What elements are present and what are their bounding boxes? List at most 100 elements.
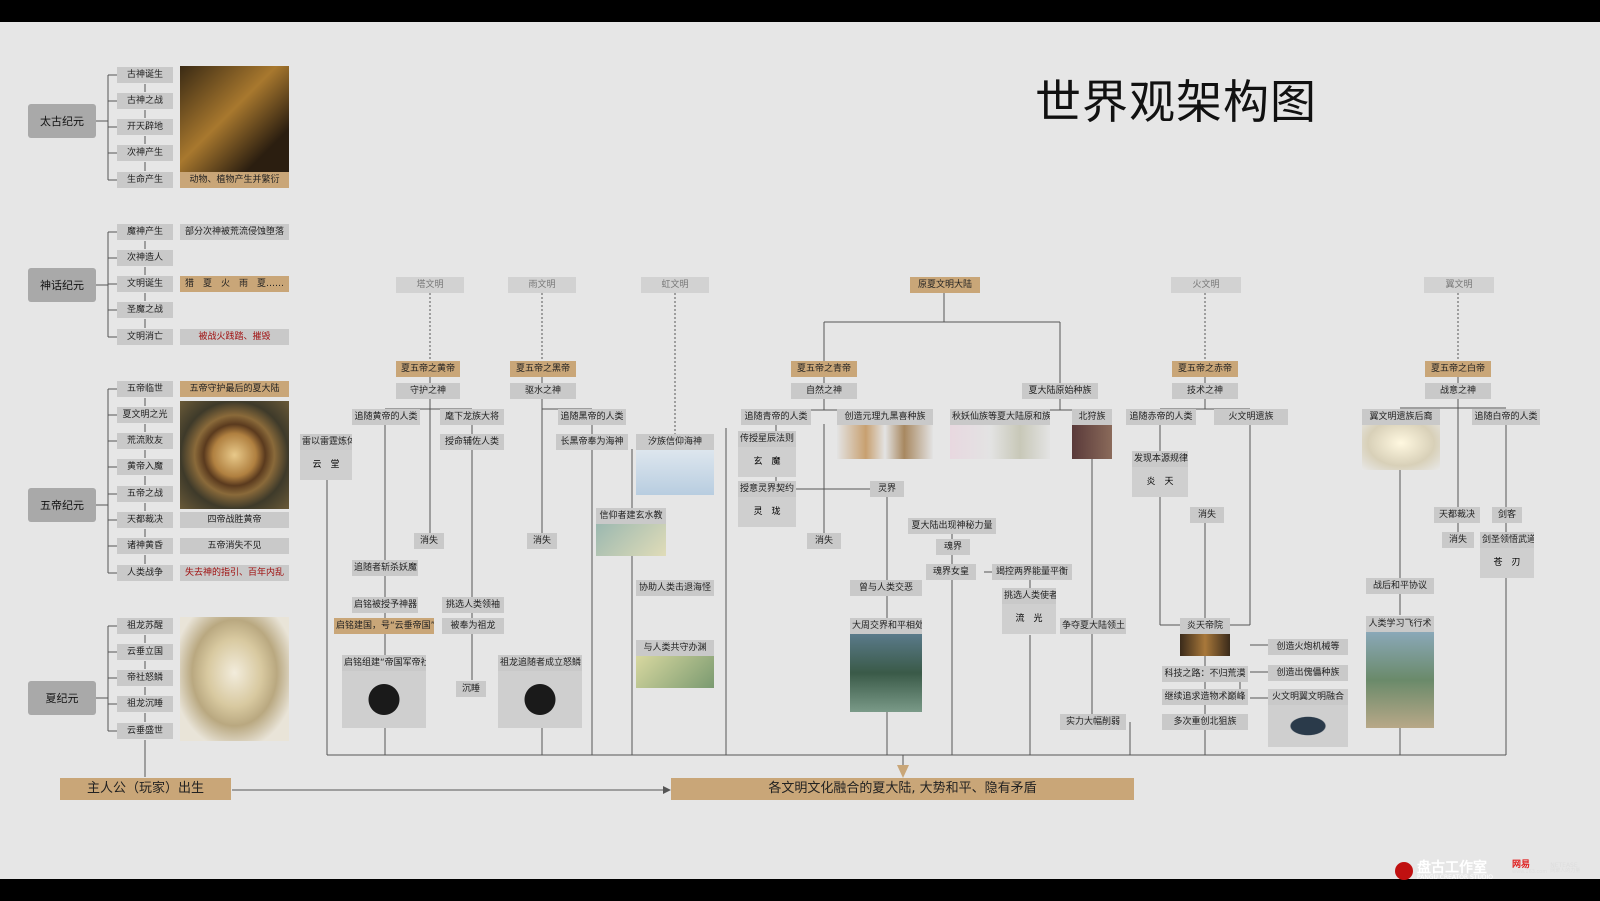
studio-name: 盘古工作室 bbox=[1417, 860, 1487, 876]
node: 炎天帝院 bbox=[1180, 618, 1230, 634]
node: 汐族信仰海神 bbox=[636, 434, 714, 450]
node: 夏大陆出现神秘力量 bbox=[908, 518, 996, 534]
god-war: 战意之神 bbox=[1425, 383, 1491, 399]
era-item: 文明诞生 bbox=[117, 276, 173, 292]
shenhua-note: 部分次神被荒流侵蚀堕落 bbox=[180, 224, 289, 240]
node: 天都裁决 bbox=[1434, 507, 1480, 523]
sea-tribe-art bbox=[636, 450, 714, 495]
god-water: 驱水之神 bbox=[510, 383, 576, 399]
emblem-nulin bbox=[498, 671, 582, 728]
temple-art bbox=[596, 524, 666, 556]
war-land-art bbox=[850, 634, 922, 712]
node: 追随赤帝的人类 bbox=[1126, 409, 1196, 425]
era-item: 黄帝入魔 bbox=[117, 459, 173, 475]
taigu-artwork bbox=[180, 66, 289, 172]
emblem-sword: 苍 刃 bbox=[1480, 548, 1534, 578]
node: 争夺夏大陆领土 bbox=[1060, 618, 1126, 634]
node: 剑客 bbox=[1492, 507, 1522, 523]
node: 追随白帝的人类 bbox=[1472, 409, 1540, 425]
page-title: 世界观架构图 bbox=[1035, 75, 1317, 129]
studio-logo-icon bbox=[1395, 862, 1413, 880]
era-item: 帝社怒鳞 bbox=[117, 670, 173, 686]
era-item: 诸神黄昏 bbox=[117, 538, 173, 554]
node: 继续追求造物术巅峰 bbox=[1162, 689, 1248, 705]
node: 魂界女皇 bbox=[926, 564, 976, 580]
era-item: 圣魔之战 bbox=[117, 302, 173, 318]
emperor-red: 夏五帝之赤帝 bbox=[1172, 361, 1238, 377]
god-tech: 技术之神 bbox=[1172, 383, 1238, 399]
node: 消失 bbox=[527, 533, 557, 549]
emblem-dishe bbox=[342, 671, 426, 728]
node: 创造元理九黑喜种族 bbox=[837, 409, 933, 425]
wudi-note: 五帝消失不见 bbox=[180, 538, 289, 554]
wudi-artwork bbox=[180, 401, 289, 509]
outcome-bar: 各文明文化融合的夏大陆, 大势和平、隐有矛盾 bbox=[671, 778, 1134, 800]
node: 翼文明遗族后裔 bbox=[1362, 409, 1440, 425]
era-item: 古神之战 bbox=[117, 93, 173, 109]
era-item: 次神造人 bbox=[117, 250, 173, 266]
studio-name-en: PANGU CREATOR STUDIO bbox=[1417, 874, 1494, 881]
node: 追随黄帝的人类 bbox=[352, 409, 420, 425]
node: 战后和平协议 bbox=[1366, 578, 1434, 594]
node: 信仰者建玄水教 bbox=[596, 508, 666, 524]
node: 挑选人类使者 bbox=[1002, 588, 1056, 604]
node: 启铭组建“帝国军帝社” bbox=[342, 655, 426, 671]
node: 追随者斩杀妖魔 bbox=[352, 560, 418, 576]
taigu-note: 动物、植物产生并繁衍 bbox=[180, 172, 289, 188]
node: 魂界 bbox=[936, 539, 970, 555]
node: 消失 bbox=[414, 533, 444, 549]
fuse-art bbox=[1268, 705, 1348, 747]
shenhua-note: 猎 夏 火 雨 夏…… bbox=[180, 276, 289, 292]
node: 麾下龙族大将 bbox=[440, 409, 504, 425]
node: 多次重创北狙族 bbox=[1162, 714, 1248, 730]
wing-tribe-art bbox=[1362, 425, 1440, 470]
node: 灵界 bbox=[870, 481, 904, 497]
emblem-discover: 炎 天 bbox=[1132, 467, 1188, 497]
node: 消失 bbox=[807, 533, 841, 549]
fly-art bbox=[1366, 632, 1434, 728]
god-native: 夏大陆原始种族 bbox=[1022, 383, 1098, 399]
era-item: 祖龙苏醒 bbox=[117, 618, 173, 634]
era-item: 云垂盛世 bbox=[117, 723, 173, 739]
netease-logo: 网易 www.163.com NETEASE 网聚人的力量 bbox=[1512, 860, 1581, 876]
protagonist-bar: 主人公（玩家）出生 bbox=[60, 778, 231, 800]
node: 秋妖仙族等夏大陆原和族 bbox=[950, 409, 1050, 425]
era-item: 夏文明之光 bbox=[117, 407, 173, 423]
node: 北狩族 bbox=[1072, 409, 1112, 425]
era-item: 开天辟地 bbox=[117, 119, 173, 135]
xia-artwork bbox=[180, 617, 289, 741]
era-item: 五帝临世 bbox=[117, 381, 173, 397]
netease-slogan: 网聚人的力量 bbox=[1550, 867, 1581, 874]
era-item: 人类战争 bbox=[117, 565, 173, 581]
era-shenhua: 神话纪元 bbox=[28, 268, 96, 302]
era-item: 文明消亡 bbox=[117, 329, 173, 345]
era-item: 次神产生 bbox=[117, 145, 173, 161]
emperor-black: 夏五帝之黑帝 bbox=[510, 361, 576, 377]
northern-art bbox=[1072, 425, 1112, 459]
civ-ta: 塔文明 bbox=[396, 277, 464, 293]
era-wudi: 五帝纪元 bbox=[28, 488, 96, 522]
era-item: 天都裁决 bbox=[117, 512, 173, 528]
era-item: 云垂立国 bbox=[117, 644, 173, 660]
era-item: 魔神产生 bbox=[117, 224, 173, 240]
node: 剑圣领悟武道 bbox=[1480, 532, 1534, 548]
node: 追随黑帝的人类 bbox=[558, 409, 626, 425]
god-nature: 自然之神 bbox=[791, 383, 857, 399]
node: 被奉为祖龙 bbox=[442, 618, 504, 634]
emperor-green: 夏五帝之青帝 bbox=[791, 361, 857, 377]
node: 消失 bbox=[1190, 507, 1224, 523]
node: 挑选人类领袖 bbox=[442, 597, 504, 613]
node: 协助人类击退海怪 bbox=[636, 580, 714, 596]
node: 传授星辰法则 bbox=[738, 431, 796, 447]
civ-yi: 翼文明 bbox=[1424, 277, 1494, 293]
era-item: 古神诞生 bbox=[117, 67, 173, 83]
wudi-note: 五帝守护最后的夏大陆 bbox=[180, 381, 289, 397]
era-item: 五帝之战 bbox=[117, 486, 173, 502]
civ-yu: 雨文明 bbox=[508, 277, 576, 293]
civ-yuanxia: 原夏文明大陆 bbox=[910, 277, 980, 293]
era-taigu: 太古纪元 bbox=[28, 104, 96, 138]
netease-en: NETEASE bbox=[1550, 861, 1578, 869]
civ-hong: 虹文明 bbox=[641, 277, 709, 293]
node: 雷以雷霆炼体 bbox=[300, 434, 352, 450]
emperor-white: 夏五帝之白帝 bbox=[1425, 361, 1491, 377]
